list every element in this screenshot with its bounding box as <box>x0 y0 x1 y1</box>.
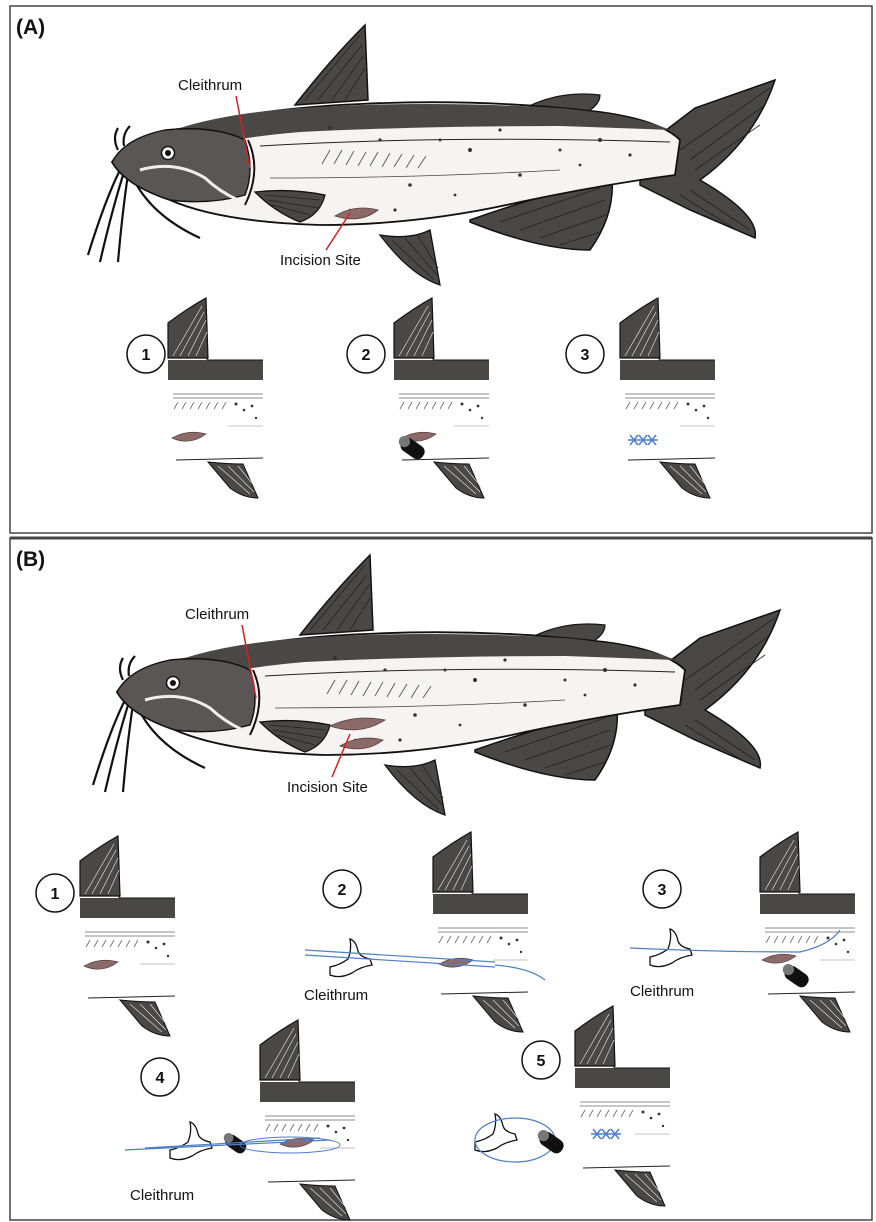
panel-a-frame <box>10 6 872 533</box>
panel-a-label: (A) <box>16 16 45 39</box>
panel-b-step-2-cleithrum-label: Cleithrum <box>304 987 368 1004</box>
step-number: 3 <box>581 347 590 364</box>
panel-a-incision-label: Incision Site <box>280 252 361 269</box>
step-number: 3 <box>658 882 667 899</box>
panel-a-cleithrum-label: Cleithrum <box>178 77 242 94</box>
step-number: 1 <box>142 347 151 364</box>
step-number: 2 <box>362 347 371 364</box>
step-number: 5 <box>537 1053 546 1070</box>
step-number: 4 <box>156 1070 165 1087</box>
panel-b-step-4-cleithrum-label: Cleithrum <box>130 1187 194 1204</box>
panel-b-step-3-cleithrum-label: Cleithrum <box>630 983 694 1000</box>
panel-b-label: (B) <box>16 548 45 571</box>
step-number: 1 <box>51 886 60 903</box>
step-number: 2 <box>338 882 347 899</box>
panel-b-cleithrum-label: Cleithrum <box>185 606 249 623</box>
panel-b-incision-label: Incision Site <box>287 779 368 796</box>
